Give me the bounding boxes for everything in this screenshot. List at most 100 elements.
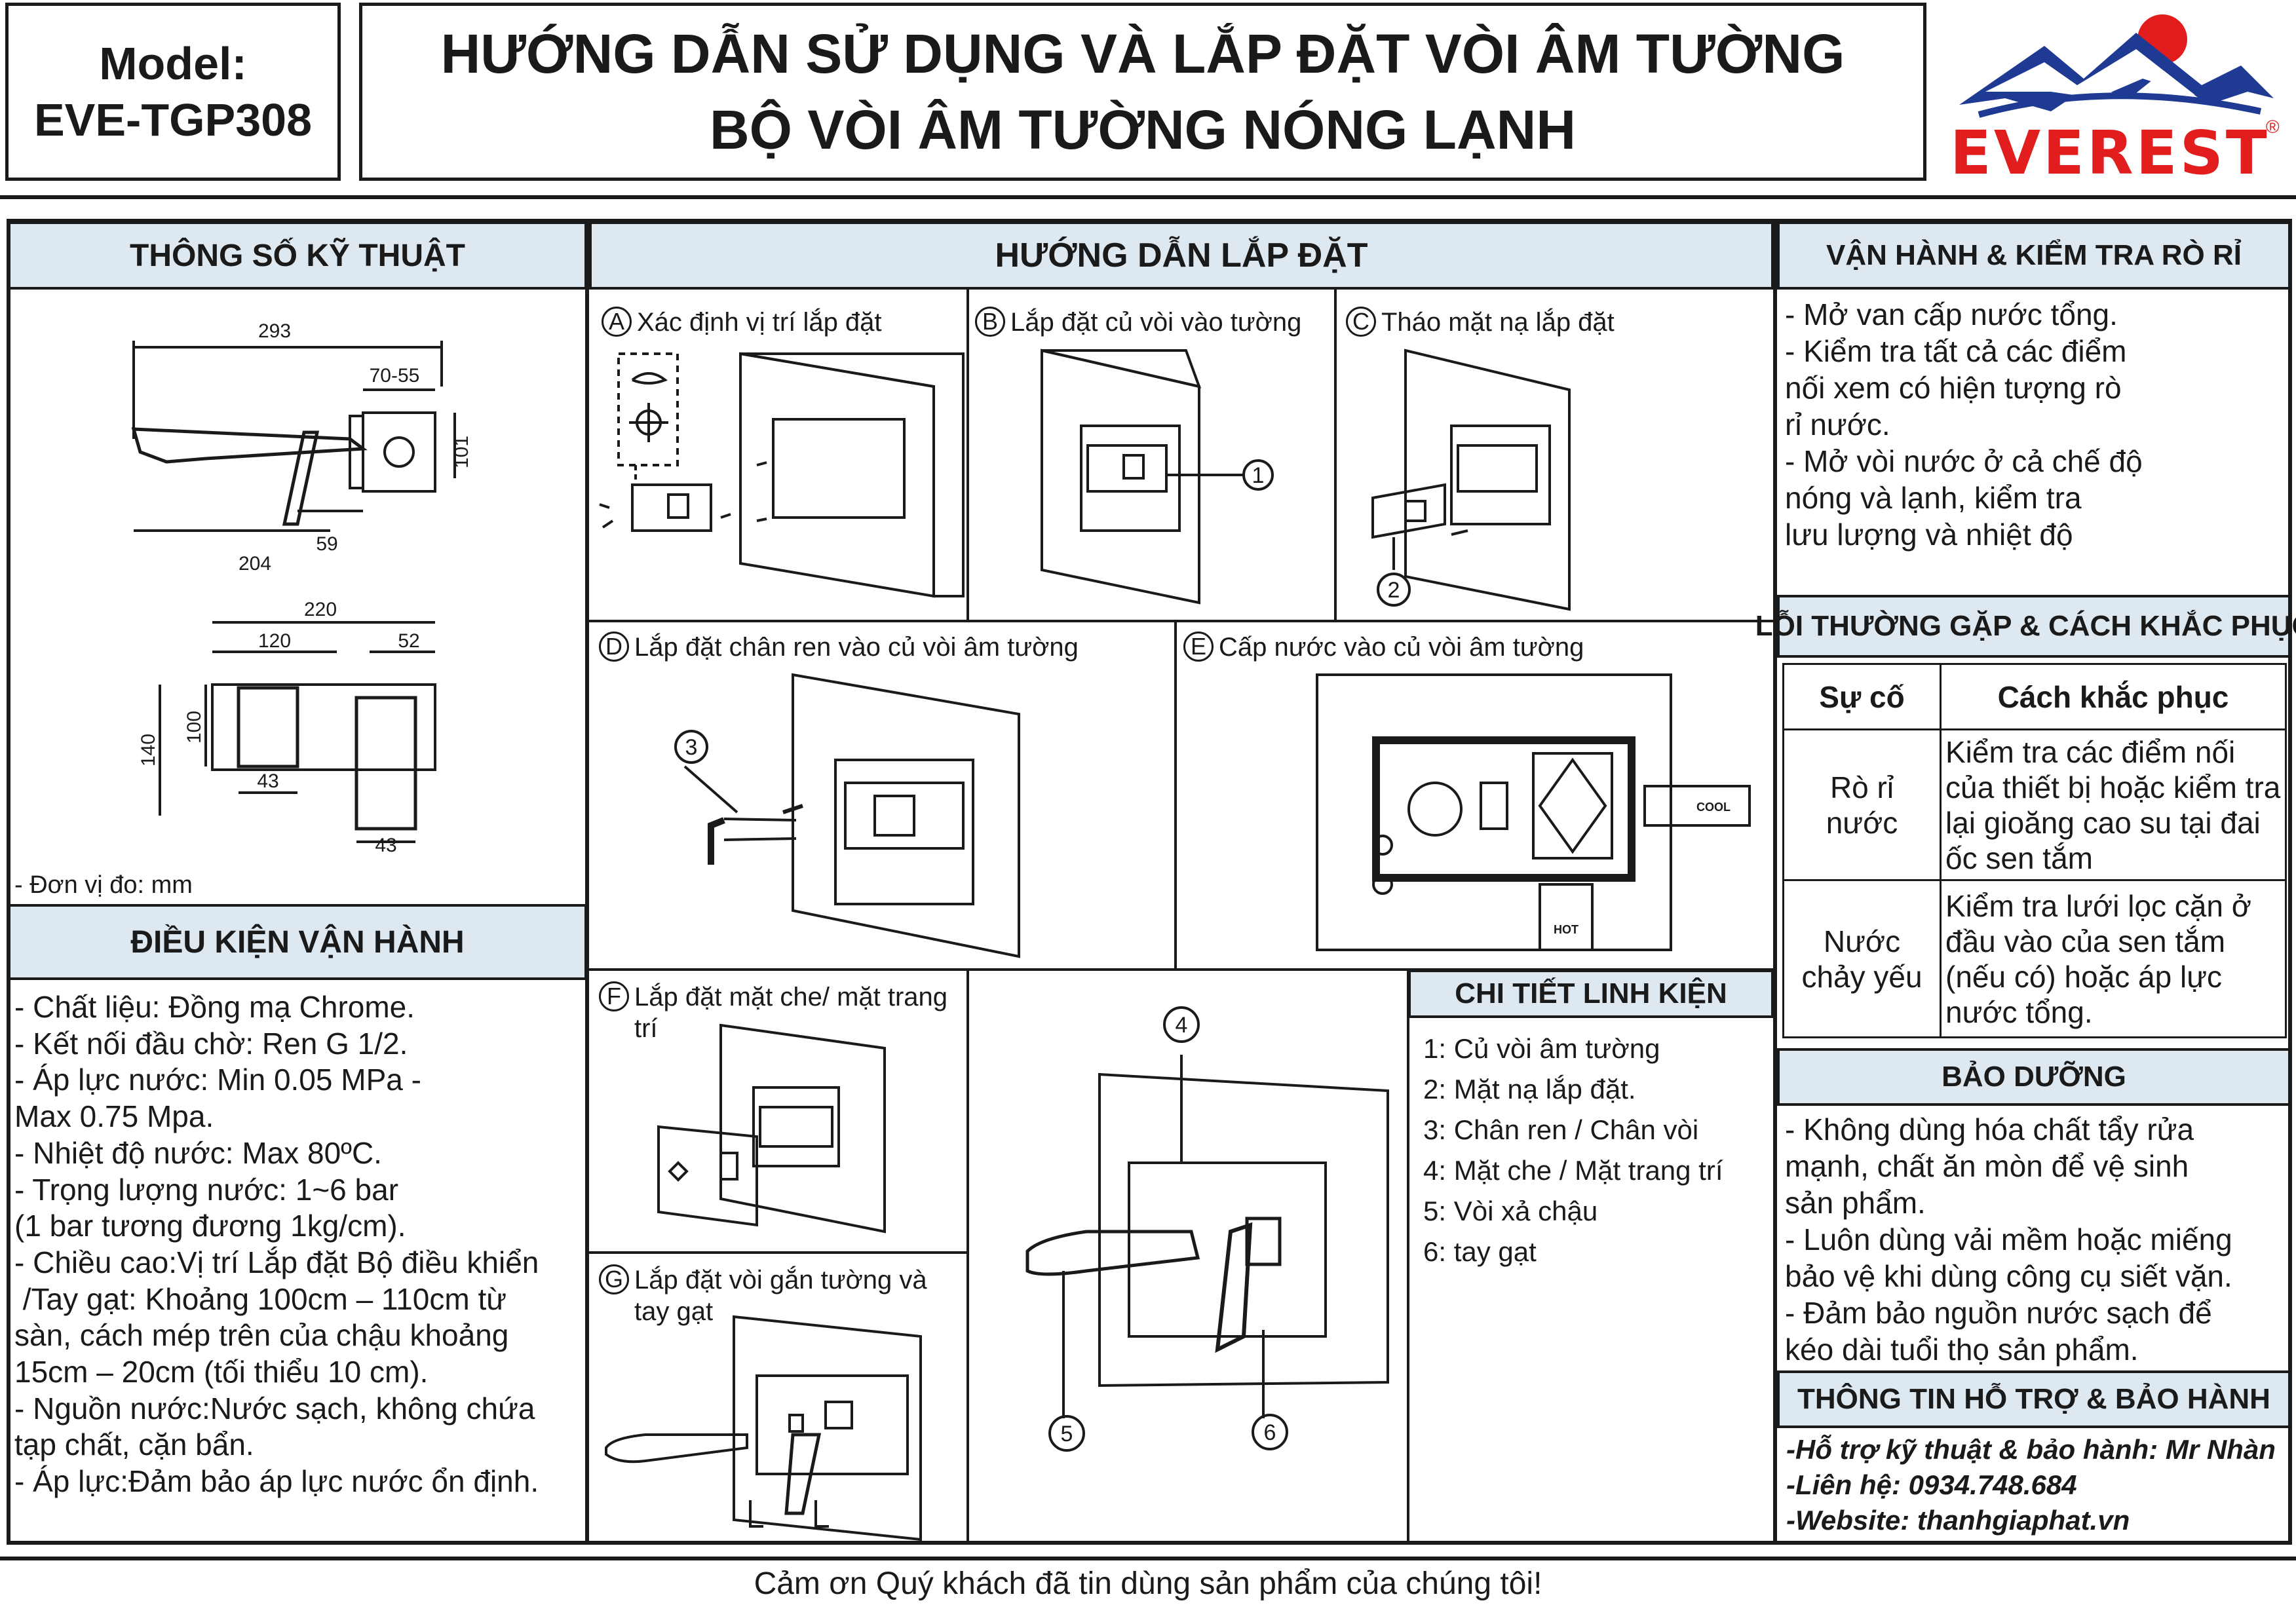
illustration-d: 3 [674,673,1020,958]
unit-note: - Đơn vị đo: mm [14,871,193,899]
check-line: - Mở van cấp nước tổng. [1785,297,2118,331]
dim-70-55: 70-55 [370,365,420,387]
step-letter: A [602,307,632,337]
operating-list: - Chất liệu: Đồng mạ Chrome. - Kết nối đ… [14,989,584,1500]
maintenance-list: - Không dùng hóa chất tẩy rửa mạnh, chất… [1785,1111,2232,1368]
fix-cell: Kiểm tra các điểm nối của thiết bị hoặc … [1940,728,2287,881]
dim-101: 101 [451,436,472,468]
brand-name: EVEREST [1950,118,2270,188]
dim-220: 220 [304,599,337,620]
step-f: F Lắp đặt mặt che/ mặt trang trí [599,981,966,1044]
dim-43-right: 43 [375,835,396,856]
maintenance-line: - Đảm bảo nguồn nước sạch để [1785,1296,2212,1330]
maintenance-heading: BẢO DƯỠNG [1777,1048,2291,1106]
step-text: Xác định vị trí lắp đặt [637,308,882,337]
step-text: Cấp nước vào củ vòi âm tường [1219,633,1584,662]
operating-line: 15cm – 20cm (tối thiểu 10 cm). [14,1355,429,1389]
dim-43-left: 43 [257,770,278,792]
hot-label: HOT [1554,923,1578,936]
callout-5: 5 [1061,1422,1073,1446]
trouble-heading: LỖI THƯỜNG GẶP & CÁCH KHẮC PHỤC [1755,595,2296,658]
left-divider [585,221,589,1542]
support-heading: THÔNG TIN HỖ TRỢ & BẢO HÀNH [1777,1370,2291,1428]
operating-line: - Chiều cao:Vị trí Lắp đặt Bộ điều khiển [14,1245,539,1279]
illustration-e: COOL HOT [1316,673,1751,951]
model-code: EVE-TGP308 [33,94,313,145]
operating-heading: ĐIỀU KIỆN VẬN HÀNH [8,904,587,980]
operating-line: - Áp lực nước: Min 0.05 MPa - [14,1063,421,1097]
main-frame [7,219,2292,1545]
grid-line [1174,620,1177,968]
step-b: B Lắp đặt củ vòi vào tường [975,307,1301,338]
col-fix-header: Cách khắc phục [1940,663,2287,730]
operating-line: - Nguồn nước:Nước sạch, không chứa [14,1391,535,1426]
page-title: HƯỚNG DẪN SỬ DỤNG VÀ LẮP ĐẶT VÒI ÂM TƯỜN… [440,23,1845,85]
operating-line: - Kết nối đầu chờ: Ren G 1/2. [14,1026,408,1061]
parts-item: 5: Vòi xả chậu [1423,1196,1598,1226]
step-text: Lắp đặt chân ren vào củ vòi âm tường [634,633,1079,662]
maintenance-line: - Không dùng hóa chất tẩy rửa [1785,1112,2194,1146]
callout-6: 6 [1264,1420,1276,1445]
brand-logo: EVEREST ® [1946,7,2287,188]
illustration-f [657,1023,886,1234]
step-text: Lắp đặt vòi gắn tường và tay gạt [634,1266,927,1326]
step-text: Lắp đặt củ vòi vào tường [1010,308,1302,337]
parts-item: 6: tay gạt [1423,1236,1537,1267]
support-line: -Hỗ trợ kỹ thuật & bảo hành: Mr Nhàn [1786,1434,2276,1465]
table-row: Nước chảy yếu Kiểm tra lưới lọc cặn ở đầ… [1782,879,2287,1038]
parts-item: 4: Mặt che / Mặt trang trí [1423,1155,1723,1186]
parts-item: 2: Mặt nạ lắp đặt. [1423,1074,1636,1105]
issue-cell: Nước chảy yếu [1782,879,1942,1038]
model-box: Model: EVE-TGP308 [5,3,341,181]
grid-line [1407,968,1409,1542]
check-line: lưu lượng và nhiệt độ [1785,518,2073,552]
footer-thanks: Cảm ơn Quý khách đã tin dùng sản phẩm củ… [754,1566,1542,1601]
dim-52: 52 [398,630,419,652]
check-line: rỉ nước. [1785,407,1890,442]
callout-1: 1 [1252,463,1265,488]
step-g: G Lắp đặt vòi gắn tường và tay gạt [599,1264,966,1327]
dim-293: 293 [258,320,291,342]
step-letter: D [599,632,629,662]
maintenance-line: sản phẩm. [1785,1186,1926,1220]
install-heading: HƯỚNG DẪN LẮP ĐẶT [589,221,1774,290]
grid-line [589,1251,968,1254]
front-dimension-drawing: 220 120 52 140 100 43 43 [138,599,436,856]
check-line: - Mở vòi nước ở cả chế độ [1785,444,2143,478]
specs-heading: THÔNG SỐ KỸ THUẬT [8,221,587,290]
dim-100: 100 [183,711,205,744]
grid-line [589,968,1774,971]
check-line: nối xem có hiện tượng rò [1785,371,2122,405]
check-line: nóng và lạnh, kiểm tra [1785,481,2082,515]
step-text: Lắp đặt mặt che/ mặt trang trí [634,983,948,1043]
illustration-c: 2 [1371,349,1571,611]
step-d: D Lắp đặt chân ren vào củ vòi âm tường [599,632,1079,663]
table-row: Rò rỉ nước Kiểm tra các điểm nối của thi… [1782,728,2287,881]
page-subtitle: BỘ VÒI ÂM TƯỜNG NÓNG LẠNH [710,99,1576,160]
operating-line: Max 0.75 Mpa. [14,1099,214,1134]
grid-line [966,968,969,1542]
grid-line [966,290,969,620]
illustration-assembled: 4 5 6 [1025,1006,1389,1452]
dim-120: 120 [258,630,291,652]
col-issue-header: Sự cố [1782,663,1942,730]
grid-line [589,620,1774,622]
check-line: - Kiểm tra tất cả các điểm [1785,334,2127,368]
trouble-table: Sự cố Cách khắc phục Rò rỉ nước Kiểm tra… [1782,663,2287,1038]
operating-line: /Tay gạt: Khoảng 100cm – 110cm từ [14,1281,507,1316]
title-box: HƯỚNG DẪN SỬ DỤNG VÀ LẮP ĐẶT VÒI ÂM TƯỜN… [359,3,1926,181]
support-website: -Website: thanhgiaphat.vn [1786,1505,2130,1536]
callout-4: 4 [1176,1013,1188,1038]
operating-line: sàn, cách mép trên của chậu khoảng [14,1318,509,1353]
illustration-g [605,1315,922,1541]
dim-140: 140 [138,734,159,766]
parts-heading: CHI TIẾT LINH KIỆN [1408,970,1774,1018]
parts-item: 3: Chân ren / Chân vòi [1423,1114,1699,1145]
maintenance-line: bảo vệ khi dùng công cụ siết vặn. [1785,1259,2232,1293]
step-a: A Xác định vị trí lắp đặt [602,307,882,338]
support-info: -Hỗ trợ kỹ thuật & bảo hành: Mr Nhàn -Li… [1786,1432,2276,1538]
operating-line: - Áp lực:Đảm bảo áp lực nước ổn định. [14,1464,539,1499]
support-phone: -Liên hệ: 0934.748.684 [1786,1469,2077,1500]
maintenance-line: - Luôn dùng vải mềm hoặc miếng [1785,1222,2232,1256]
step-text: Tháo mặt nạ lắp đặt [1381,308,1615,337]
